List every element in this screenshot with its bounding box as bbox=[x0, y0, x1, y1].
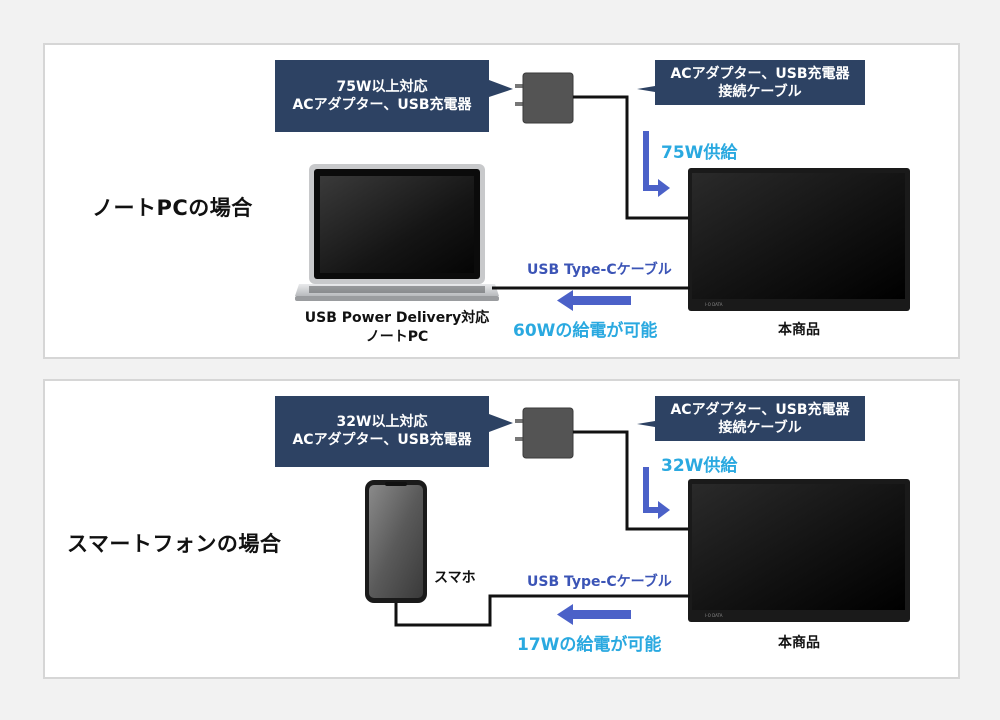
charger-cable-bubble bbox=[637, 60, 865, 105]
product-label: 本商品 bbox=[778, 635, 820, 651]
laptop-connection-diagram: I-O DATA bbox=[275, 60, 910, 311]
usb-c-cable-label: USB Type-Cケーブル bbox=[527, 262, 672, 278]
supply-label: 75W供給 bbox=[661, 143, 738, 163]
output-arrow bbox=[557, 290, 631, 311]
phone-section-panel: I-O DATA スマートフォンの場合 32W以上対応 ACアダプター、USB充… bbox=[43, 379, 960, 679]
output-arrow bbox=[557, 604, 631, 625]
monitor-brand-mark: I-O DATA bbox=[705, 302, 723, 307]
charger-cable-line bbox=[573, 430, 690, 531]
charger-cable-text: ACアダプター、USB充電器 接続ケーブル bbox=[670, 66, 850, 100]
monitor-brand-mark: I-O DATA bbox=[705, 613, 723, 618]
adapter-spec-text: 32W以上対応 ACアダプター、USB充電器 bbox=[292, 414, 472, 448]
charger-cable-bubble bbox=[637, 396, 865, 441]
ac-adapter-icon bbox=[515, 72, 574, 124]
ac-adapter-icon bbox=[515, 407, 574, 459]
usb-c-cable-line bbox=[394, 594, 690, 627]
laptop-section-heading: ノートPCの場合 bbox=[92, 196, 253, 220]
laptop-device-label: USB Power Delivery対応 ノートPC bbox=[304, 310, 490, 345]
phone-device-label: スマホ bbox=[434, 570, 476, 586]
adapter-spec-text: 75W以上対応 ACアダプター、USB充電器 bbox=[292, 79, 472, 113]
laptop-icon bbox=[295, 164, 499, 301]
phone-connection-diagram: I-O DATA bbox=[275, 396, 910, 627]
smartphone-icon bbox=[365, 480, 427, 603]
output-label: 17Wの給電が可能 bbox=[517, 635, 662, 655]
phone-section-heading: スマートフォンの場合 bbox=[67, 532, 282, 556]
laptop-section-panel: I-O DATA ノートPCの場合 75W以上対応 ACアダプター、USB充電器… bbox=[43, 43, 960, 359]
charger-cable-line bbox=[573, 95, 690, 220]
charger-cable-text: ACアダプター、USB充電器 接続ケーブル bbox=[670, 402, 850, 436]
output-label: 60Wの給電が可能 bbox=[513, 321, 658, 341]
monitor-icon bbox=[688, 168, 910, 311]
usb-c-cable-label: USB Type-Cケーブル bbox=[527, 574, 672, 590]
product-label: 本商品 bbox=[778, 322, 820, 338]
adapter-spec-bubble bbox=[275, 396, 513, 467]
adapter-spec-bubble bbox=[275, 60, 513, 132]
supply-arrow bbox=[643, 467, 670, 519]
monitor-icon bbox=[688, 479, 910, 622]
supply-arrow bbox=[643, 131, 670, 197]
supply-label: 32W供給 bbox=[661, 456, 738, 476]
